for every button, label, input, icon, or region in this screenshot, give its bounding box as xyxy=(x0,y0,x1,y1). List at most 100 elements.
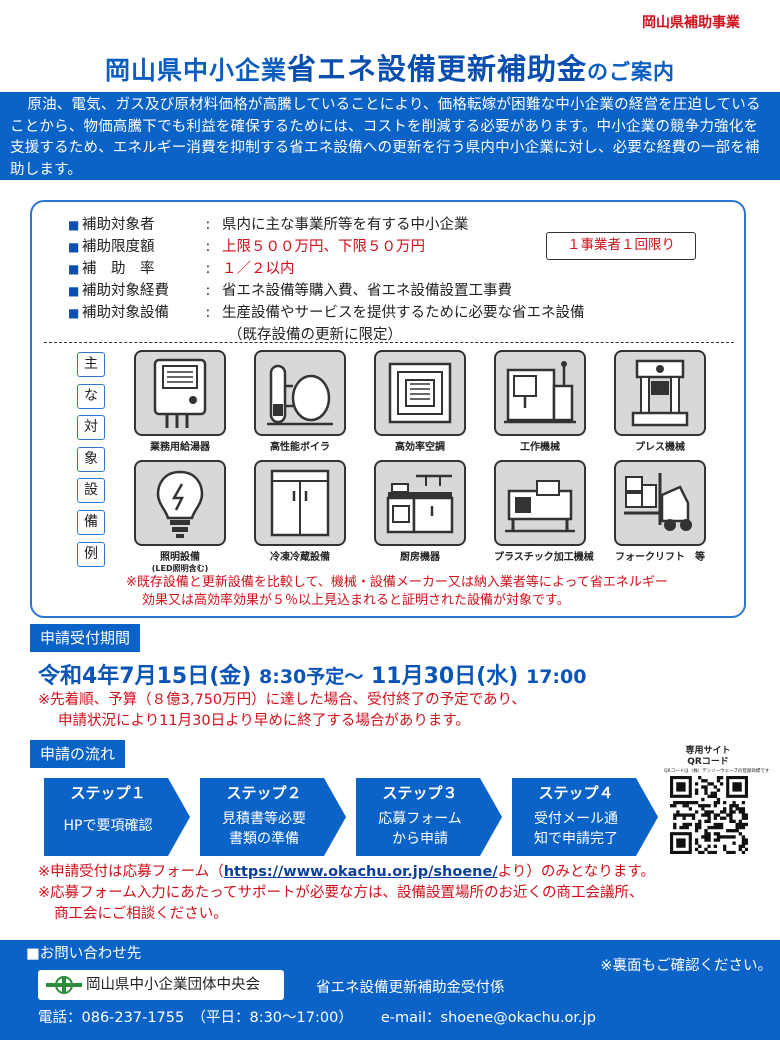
step-title: ステップ１ xyxy=(70,784,146,802)
step-3: ステップ３ 応募フォーム から申請 xyxy=(356,778,504,856)
step-line2: 書類の準備 xyxy=(229,831,299,847)
contact-email[interactable]: e-mail：shoene@okachu.or.jp xyxy=(380,1010,596,1026)
overview-rows: ■ 補助対象者 : 県内に主な事業所等を有する中小企業 ■ 補助限度額 : 上限… xyxy=(68,214,585,346)
equipment-forklift: フォークリフト 等 xyxy=(614,460,706,563)
press-machine-icon xyxy=(614,350,706,436)
flow-steps: ステップ１ HPで要項確認 ステップ２ 見積書等必要 書類の準備 ステップ３ 応… xyxy=(44,778,664,856)
step-line2: から申請 xyxy=(392,831,448,847)
equipment-aircon: 高効率空調 xyxy=(374,350,466,453)
row-marker: ■ xyxy=(68,262,80,276)
equipment-label: フォークリフト 等 xyxy=(615,552,705,563)
apply-note-b-line1: ※応募フォーム入力にあたってサポートが必要な方は、設備設置場所のお近くの商工会議… xyxy=(38,885,644,901)
row-colon: : xyxy=(205,305,211,321)
qr-caption: QRコードは（株）デンソーウェーブの登録商標です xyxy=(664,769,770,774)
equipment-boiler: 高性能ボイラ xyxy=(254,350,346,453)
step-line2: 知で申請完了 xyxy=(534,831,618,847)
step-desc: 受付メール通 知で申請完了 xyxy=(512,809,640,849)
overview-row-rate: ■ 補 助 率 : １／２以内 xyxy=(68,258,585,280)
overview-row-sub: （既存設備の更新に限定） xyxy=(228,327,402,343)
contact-phone[interactable]: 電話：086-237-1755 （平日：8:30〜17:00） xyxy=(38,1010,353,1026)
equipment-lighting: 照明設備 (LED照明含む) xyxy=(134,460,226,574)
equipment-label: 冷凍冷蔵設備 xyxy=(270,552,330,563)
step-1: ステップ１ HPで要項確認 xyxy=(44,778,192,856)
vertical-char: 例 xyxy=(77,541,105,567)
period-start-date: 令和4年7月15日(金) xyxy=(38,664,252,689)
period-note-line1: ※先着順、予算（８億3,750万円）に達した場合、受付終了の予定であり、 xyxy=(38,692,526,708)
title-part-3: のご案内 xyxy=(587,60,676,84)
vertical-char: な xyxy=(77,383,105,409)
row-label: 補助対象経費 xyxy=(82,283,169,299)
equipment-sublabel: (LED照明含む) xyxy=(151,564,209,573)
apply-note-b-line2: 商工会にご相談ください。 xyxy=(54,906,228,922)
contact-heading: ■お問い合わせ先 xyxy=(26,946,142,962)
equipment-label: プラスチック加工機械 xyxy=(494,552,594,563)
equipment-kitchen: 厨房機器 xyxy=(374,460,466,563)
equipment-press: プレス機械 xyxy=(614,350,706,453)
equipment-water-heater: 業務用給湯器 xyxy=(134,350,226,453)
forklift-icon xyxy=(614,460,706,546)
step-title: ステップ４ xyxy=(538,784,614,802)
equipment-label: プレス機械 xyxy=(635,442,685,453)
program-tag: 岡山県補助事業 xyxy=(642,15,740,31)
vertical-label: 主 な 対 象 設 備 例 xyxy=(77,352,109,573)
qr-title-line1: 専用サイト xyxy=(685,746,731,756)
equipment-note-line1: ※既存設備と更新設備を比較して、機械・設備メーカー又は納入業者等によって省エネル… xyxy=(126,575,668,590)
overview-row-target: ■ 補助対象者 : 県内に主な事業所等を有する中小企業 xyxy=(68,214,585,236)
equipment-label: 工作機械 xyxy=(520,442,560,453)
apply-note-a-post: より）のみとなります。 xyxy=(497,864,655,880)
refrigerator-icon xyxy=(254,460,346,546)
row-colon: : xyxy=(205,217,211,233)
limit-badge: １事業者１回限り xyxy=(546,232,696,260)
step-2: ステップ２ 見積書等必要 書類の準備 xyxy=(200,778,348,856)
light-bulb-icon xyxy=(134,460,226,546)
step-line1: 応募フォーム xyxy=(378,811,462,827)
step-line1: 受付メール通 xyxy=(534,811,618,827)
equipment-plastic: プラスチック加工機械 xyxy=(494,460,594,563)
overview-row-equipment: ■ 補助対象設備 : 生産設備やサービスを提供するために必要な省エネ設備 xyxy=(68,302,585,324)
title-part-2: 省エネ設備更新補助金 xyxy=(287,52,588,86)
boiler-icon xyxy=(254,350,346,436)
flow-heading: 申請の流れ xyxy=(30,740,126,768)
row-marker: ■ xyxy=(68,284,80,298)
row-colon: : xyxy=(205,261,211,277)
apply-form-link[interactable]: https://www.okachu.or.jp/shoene/ xyxy=(223,864,498,880)
kitchen-icon xyxy=(374,460,466,546)
qr-code[interactable] xyxy=(670,776,749,855)
qr-title: 専用サイト QRコード xyxy=(680,746,736,768)
period-note: ※先着順、予算（８億3,750万円）に達した場合、受付終了の予定であり、 申請状… xyxy=(38,690,526,732)
apply-notes: ※申請受付は応募フォーム（https://www.okachu.or.jp/sh… xyxy=(38,862,655,925)
equipment-label: 高性能ボイラ xyxy=(270,442,330,453)
overview-box: ■ 補助対象者 : 県内に主な事業所等を有する中小企業 ■ 補助限度額 : 上限… xyxy=(30,200,746,618)
equipment-label: 高効率空調 xyxy=(395,442,445,453)
dept-name: 省エネ設備更新補助金受付係 xyxy=(316,980,505,996)
equipment-label: 業務用給湯器 xyxy=(150,442,210,453)
row-colon: : xyxy=(205,283,211,299)
divider xyxy=(44,342,734,343)
period-heading: 申請受付期間 xyxy=(30,624,141,652)
title-part-1: 岡山県中小企業 xyxy=(104,56,287,85)
step-desc: 見積書等必要 書類の準備 xyxy=(200,809,328,849)
row-label: 補助限度額 xyxy=(82,239,155,255)
period-end-time: 17:00 xyxy=(525,666,587,688)
org-name: 岡山県中小企業団体中央会 xyxy=(86,977,260,993)
step-line1: 見積書等必要 xyxy=(222,811,306,827)
air-conditioner-icon xyxy=(374,350,466,436)
vertical-char: 対 xyxy=(77,415,105,441)
overview-row-expense: ■ 補助対象経費 : 省エネ設備等購入費、省エネ設備設置工事費 xyxy=(68,280,585,302)
back-note: ※裏面もご確認ください。 xyxy=(600,958,772,974)
row-label: 補助対象者 xyxy=(82,217,155,233)
step-desc: 応募フォーム から申請 xyxy=(356,809,484,849)
contact-footer: ■お問い合わせ先 ※裏面もご確認ください。 岡山県中小企業団体中央会 省エネ設備… xyxy=(0,940,780,1040)
equipment-note-line2: 効果又は高効率効果が５％以上見込まれると証明された設備が対象です。 xyxy=(142,593,570,608)
equipment-refrigerator: 冷凍冷蔵設備 xyxy=(254,460,346,563)
equipment-label: 厨房機器 xyxy=(400,552,440,563)
equipment-note: ※既存設備と更新設備を比較して、機械・設備メーカー又は納入業者等によって省エネル… xyxy=(126,574,668,610)
vertical-char: 備 xyxy=(77,509,105,535)
step-line1: HPで要項確認 xyxy=(63,818,153,834)
row-value: 上限５００万円、下限５０万円 xyxy=(222,239,425,255)
equipment-label: 照明設備 xyxy=(160,552,200,563)
vertical-char: 主 xyxy=(77,352,105,377)
contact-line: 電話：086-237-1755 （平日：8:30〜17:00） e-mail：sh… xyxy=(38,1006,596,1027)
row-label: 補助対象設備 xyxy=(82,305,169,321)
intro-text: 原油、電気、ガス及び原材料価格が高騰していることにより、価格転嫁が困難な中小企業… xyxy=(0,92,780,180)
